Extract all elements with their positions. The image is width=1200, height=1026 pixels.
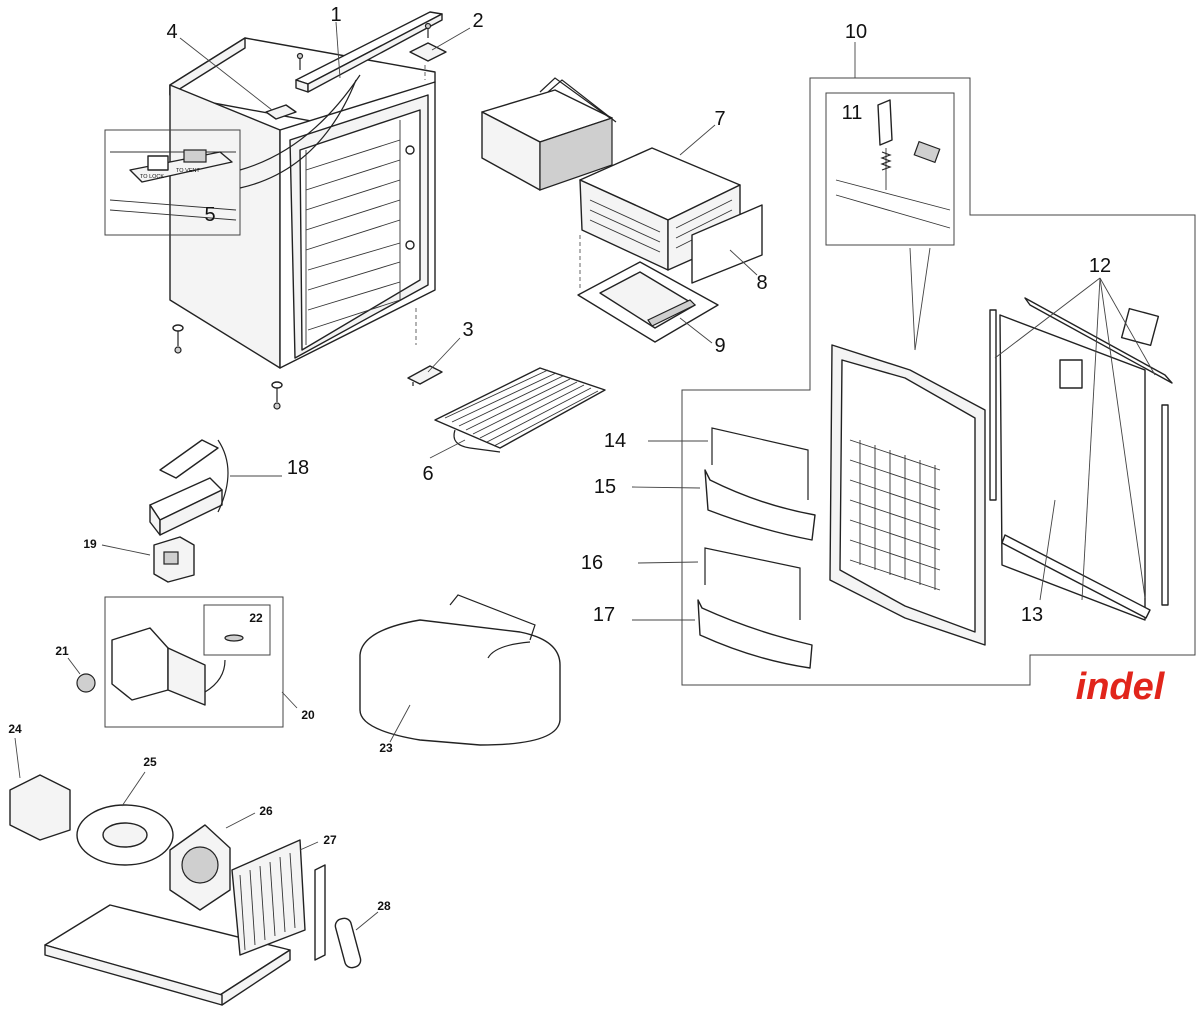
label-19: 19 — [83, 537, 97, 551]
label-4: 4 — [166, 21, 177, 43]
compressor-assembly — [9, 774, 362, 1006]
inset-vent-lock-part-5: TO LOCK TO VENT — [104, 74, 361, 236]
wire-shelf-part-6 — [434, 367, 606, 453]
evaporator-assembly — [481, 77, 763, 343]
label-6: 6 — [422, 463, 433, 485]
label-28: 28 — [377, 899, 391, 913]
label-27: 27 — [323, 833, 337, 847]
inset-vent-text: TO VENT — [176, 168, 200, 174]
label-20: 20 — [301, 708, 315, 722]
label-10: 10 — [845, 21, 867, 43]
label-24: 24 — [8, 722, 22, 736]
label-14: 14 — [604, 430, 626, 452]
label-11: 11 — [842, 102, 863, 124]
label-17: 17 — [593, 604, 615, 626]
small-bracket-part-3 — [407, 365, 443, 386]
label-22: 22 — [249, 611, 263, 625]
label-5: 5 — [204, 204, 215, 226]
part-labels: 1 2 3 4 5 6 7 8 9 10 11 12 13 14 15 16 1… — [8, 4, 1111, 913]
shroud-part-23 — [359, 594, 561, 746]
label-1: 1 — [330, 4, 341, 26]
ice-tray-part-18 — [149, 439, 229, 536]
label-23: 23 — [379, 741, 393, 755]
latch-part-4 — [265, 104, 297, 120]
label-9: 9 — [714, 335, 725, 357]
label-18: 18 — [287, 457, 309, 479]
door-assembly — [681, 77, 1196, 686]
thermostat-part-19 — [153, 536, 195, 583]
inset-lock-text: TO LOCK — [140, 174, 164, 180]
label-2: 2 — [472, 10, 483, 32]
label-13: 13 — [1021, 604, 1043, 626]
label-16: 16 — [581, 552, 603, 574]
label-26: 26 — [259, 804, 273, 818]
label-7: 7 — [714, 108, 725, 130]
label-12: 12 — [1089, 255, 1111, 277]
label-25: 25 — [143, 755, 157, 769]
brand-logo: indel — [1076, 666, 1166, 708]
label-3: 3 — [462, 319, 473, 341]
label-8: 8 — [756, 272, 767, 294]
leader-lines — [14, 21, 1156, 931]
control-box-part-20 — [76, 596, 284, 728]
label-21: 21 — [55, 644, 69, 658]
top-rail-part-1 — [295, 11, 443, 93]
label-15: 15 — [594, 476, 616, 498]
